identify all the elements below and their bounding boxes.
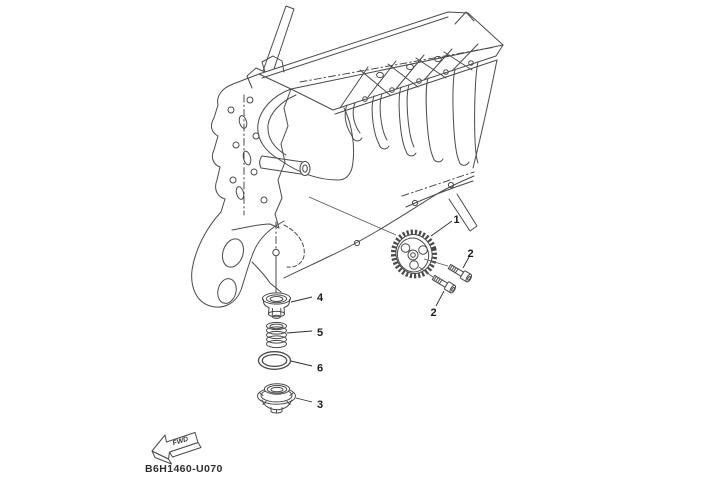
callout-leader-lines [286,220,470,403]
drawing-code: B6H1460-U070 [145,463,223,475]
crankcase-drawing [191,5,504,308]
strainer-cap-drawing [257,383,296,414]
callout-cap: 3 [317,399,323,411]
callout-o-ring: 6 [317,363,323,375]
o-ring-drawing [257,351,292,370]
bolt-lower-drawing [431,274,457,294]
callout-bolt-lower: 2 [430,307,436,319]
bolt-upper-drawing [447,263,473,283]
spring-drawing [266,321,287,349]
callout-bolt-upper: 2 [467,248,473,260]
fwd-label: FWD [172,436,189,447]
fwd-arrow-icon: FWD [151,432,202,465]
callout-plug: 4 [317,292,324,304]
callout-gear: 1 [453,214,459,226]
oil-pump-gear-drawing [390,229,449,279]
strainer-plug-drawing [262,292,291,319]
callout-spring: 5 [317,327,323,339]
